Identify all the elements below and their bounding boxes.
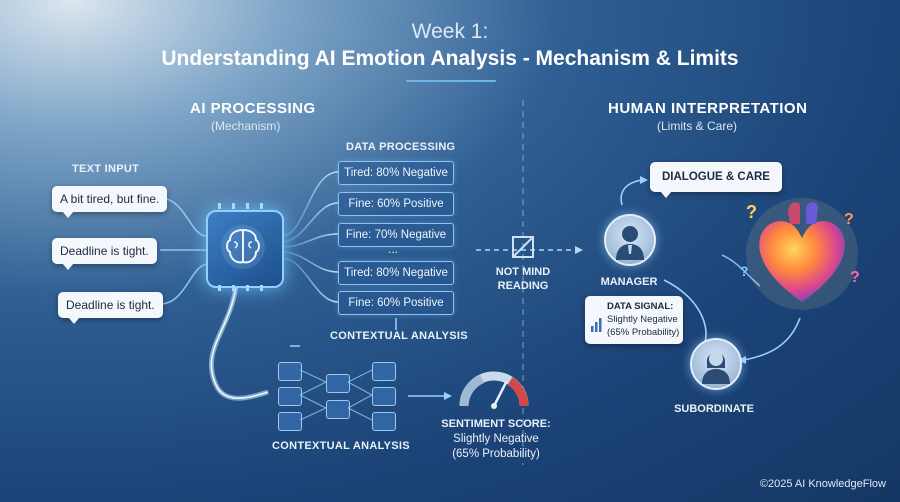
data-signal-value: Slightly Negative — [607, 314, 678, 325]
gauge-icon — [459, 371, 529, 409]
not-mind-reading-line1: NOT MIND — [495, 266, 551, 278]
heart-icon: ? ? ? ? — [740, 198, 860, 310]
person-icon — [616, 226, 644, 260]
not-mind-reading-line2: READING — [497, 280, 549, 292]
network-node — [372, 412, 396, 431]
chip-pin — [232, 203, 235, 209]
chip-icon — [206, 210, 284, 288]
human-interpretation-title: HUMAN INTERPRETATION — [608, 100, 808, 117]
data-row: Fine: 70% Negative — [338, 223, 454, 247]
subordinate-label: SUBORDINATE — [674, 403, 754, 415]
chip-pin — [218, 203, 221, 209]
crossed-out-icon — [512, 236, 534, 258]
network-node — [372, 387, 396, 406]
network-node — [278, 387, 302, 406]
manager-label: MANAGER — [600, 276, 658, 288]
svg-text:?: ? — [850, 269, 860, 286]
manager-avatar — [604, 214, 656, 266]
chip-pin — [260, 285, 263, 291]
data-signal-probability: (65% Probability) — [607, 327, 680, 338]
ai-processing-subtitle: (Mechanism) — [211, 119, 281, 133]
svg-text:?: ? — [740, 263, 749, 279]
sentiment-probability: (65% Probability) — [452, 448, 540, 460]
data-row: Fine: 60% Positive — [338, 192, 454, 216]
network-node — [326, 400, 350, 419]
chip-pin — [260, 203, 263, 209]
data-row-ellipsis: ... — [388, 242, 399, 256]
subordinate-avatar — [690, 338, 742, 390]
data-row: Tired: 80% Negative — [338, 261, 454, 285]
data-signal-box: DATA SIGNAL: Slightly Negative (65% Prob… — [585, 296, 683, 344]
brain-icon — [221, 225, 265, 269]
contextual-analysis-label-top: CONTEXTUAL ANALYSIS — [330, 330, 468, 342]
title-underline — [406, 80, 496, 82]
network-node — [326, 374, 350, 393]
text-input-label: TEXT INPUT — [72, 163, 140, 175]
network-node — [278, 362, 302, 381]
chip-pin — [218, 285, 221, 291]
svg-text:?: ? — [844, 211, 854, 228]
copyright: ©2025 AI KnowledgeFlow — [759, 478, 886, 490]
bar-chart-icon — [591, 318, 602, 332]
contextual-analysis-label-bottom: CONTEXTUAL ANALYSIS — [272, 440, 410, 452]
dialogue-care-bubble: DIALOGUE & CARE — [650, 162, 782, 198]
chip-pin — [246, 203, 249, 209]
sentiment-label: SENTIMENT SCORE: — [441, 418, 551, 430]
data-row: Fine: 60% Positive — [338, 291, 454, 315]
chip-pin — [232, 285, 235, 291]
data-processing-label: DATA PROCESSING — [346, 141, 456, 153]
human-interpretation-subtitle: (Limits & Care) — [657, 119, 738, 133]
network-node — [372, 362, 396, 381]
svg-text:?: ? — [746, 202, 757, 222]
page-title: Understanding AI Emotion Analysis - Mech… — [161, 47, 739, 70]
data-signal-title: DATA SIGNAL: — [607, 301, 674, 312]
network-node — [278, 412, 302, 431]
input-bubble: Deadline is tight. — [58, 292, 163, 324]
input-bubble: Deadline is tight. — [52, 238, 157, 270]
week-label: Week 1: — [411, 20, 489, 43]
sentiment-value: Slightly Negative — [453, 433, 539, 445]
chip-pin — [246, 285, 249, 291]
data-row: Tired: 80% Negative — [338, 161, 454, 185]
person-icon — [702, 352, 730, 384]
ai-processing-title: AI PROCESSING — [190, 100, 316, 117]
input-bubble: A bit tired, but fine. — [52, 186, 168, 218]
